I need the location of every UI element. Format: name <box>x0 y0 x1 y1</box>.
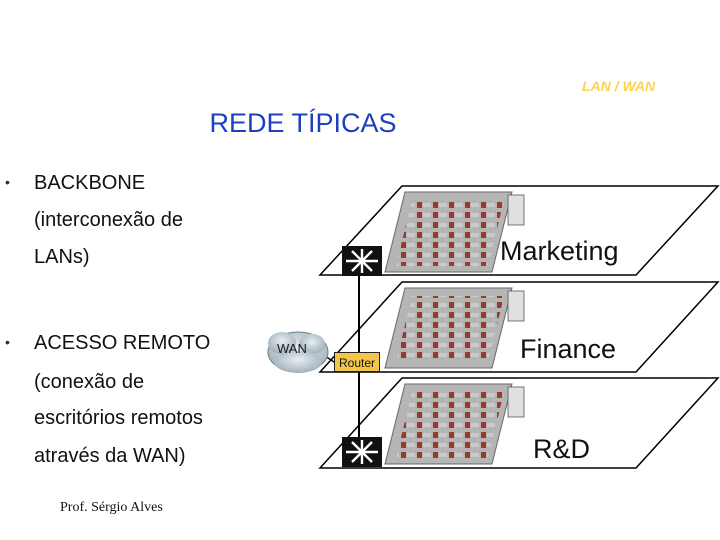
switch-icon-rnd <box>342 437 382 467</box>
floor-label-finance: Finance <box>520 334 617 364</box>
floor-rnd-plane <box>318 377 720 469</box>
slide-title: REDE TÍPICAS <box>209 108 397 138</box>
bullet-2-marker: • <box>5 334 10 350</box>
bullet-2-line-3: escritórios remotos <box>34 407 203 429</box>
bullet-1-line-1: BACKBONE <box>34 172 146 194</box>
bullet-2-line-1: ACESSO REMOTO <box>34 332 211 354</box>
floor-label-marketing: Marketing <box>500 236 619 266</box>
bullet-1-marker: • <box>5 174 10 190</box>
wan-label: WAN <box>277 341 307 356</box>
bullet-2-line-2: (conexão de <box>34 371 145 393</box>
router-box: Router <box>334 352 380 372</box>
bullet-1-line-3: LANs) <box>34 246 90 268</box>
wan-cloud-icon <box>267 331 329 373</box>
floor-finance-plane <box>318 281 720 373</box>
floor-label-rnd: R&D <box>533 434 591 464</box>
switch-icon-marketing <box>342 246 382 276</box>
floor-marketing-plane <box>318 185 720 276</box>
footer-author: Prof. Sérgio Alves <box>60 500 163 515</box>
bullet-1-line-2: (interconexão de <box>34 209 183 231</box>
bullet-2-line-4: através da WAN) <box>34 445 186 467</box>
header-tag: LAN / WAN <box>582 78 656 94</box>
